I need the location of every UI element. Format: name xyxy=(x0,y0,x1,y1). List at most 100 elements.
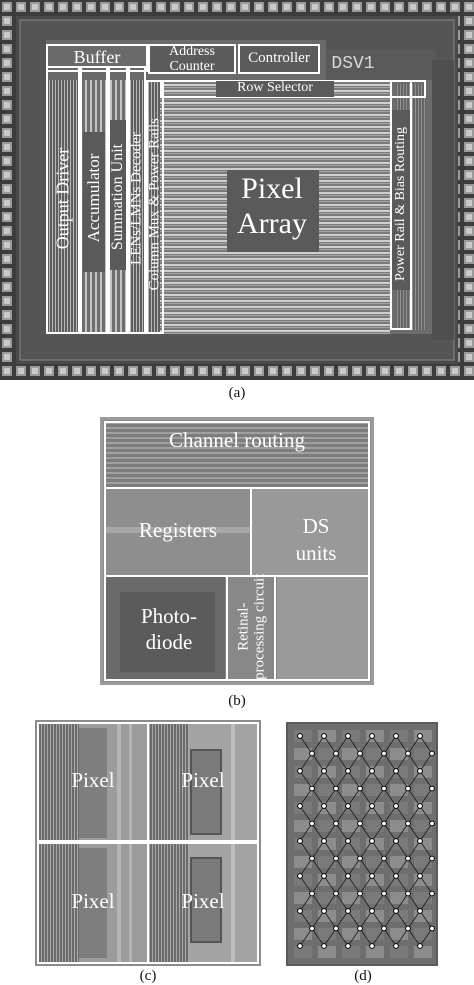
pixel-cell xyxy=(342,784,360,796)
pixel-cell xyxy=(414,802,432,814)
grid-line xyxy=(347,770,361,789)
grid-line xyxy=(419,910,433,929)
grid-node xyxy=(405,925,411,932)
grid-line xyxy=(359,753,373,772)
grid-line xyxy=(323,788,337,807)
grid-line xyxy=(323,858,337,877)
pixel-cell xyxy=(294,838,312,850)
grid-line xyxy=(323,928,337,947)
summation-unit-block xyxy=(108,66,128,334)
grid-line xyxy=(383,858,397,877)
grid-node xyxy=(321,768,327,774)
grid-line xyxy=(383,910,397,929)
grid-node xyxy=(345,908,351,914)
grid-line xyxy=(395,753,409,772)
grid-line xyxy=(347,893,361,912)
grid-line xyxy=(371,805,385,824)
pixel-cell xyxy=(414,820,432,832)
ds-units-block xyxy=(250,487,370,577)
pixel-array-label-bg xyxy=(227,170,319,252)
grid-node xyxy=(357,785,363,792)
pixel-cell xyxy=(342,892,360,904)
pixel-cell xyxy=(294,766,312,778)
grid-line xyxy=(311,770,325,789)
pixel-cell xyxy=(390,928,408,940)
grid-node xyxy=(321,943,327,949)
pixel-cell xyxy=(366,748,384,760)
grid-node xyxy=(309,855,315,862)
grid-line xyxy=(299,893,313,912)
pixel-cell xyxy=(342,820,360,832)
grid-node xyxy=(345,873,351,879)
grid-line xyxy=(311,893,325,912)
grid-line xyxy=(299,875,313,894)
grid-node xyxy=(417,803,423,809)
pixel-cell xyxy=(414,784,432,796)
grid-node xyxy=(429,855,435,862)
pixel-cell xyxy=(318,730,336,742)
grid-node xyxy=(321,838,327,844)
grid-line xyxy=(359,840,373,859)
pixel-cell xyxy=(366,802,384,814)
grid-line xyxy=(311,823,325,842)
grid-line xyxy=(335,858,349,877)
retinal-block xyxy=(226,575,276,681)
grid-line xyxy=(395,910,409,929)
pixel-cell xyxy=(390,892,408,904)
pixel-cell xyxy=(294,946,312,958)
registers-label: Registers xyxy=(138,518,218,542)
grid-node xyxy=(369,873,375,879)
grid-line xyxy=(371,753,385,772)
panel-c: Pixel Pixel Pixel Pixel xyxy=(35,720,261,966)
grid-line xyxy=(371,910,385,929)
channel-routing-label: Channel routing xyxy=(169,428,305,452)
pixel-cell xyxy=(342,748,360,760)
power-rail-label: Power Rail & Bias Routing xyxy=(393,127,408,281)
power-rail-block xyxy=(390,80,412,330)
grid-line xyxy=(419,770,433,789)
grid-line xyxy=(311,910,325,929)
panel-a: Buffer Address Counter Controller DSV1 R… xyxy=(0,0,474,380)
grid-node xyxy=(369,803,375,809)
grid-line xyxy=(407,875,421,894)
grid-line xyxy=(359,893,373,912)
grid-line xyxy=(395,770,409,789)
grid-node xyxy=(417,838,423,844)
grid-line xyxy=(323,910,337,929)
grid-node xyxy=(393,803,399,809)
grid-line xyxy=(323,735,337,754)
grid-line xyxy=(335,823,349,842)
grid-line xyxy=(323,805,337,824)
grid-node xyxy=(297,733,303,739)
pixel-cell xyxy=(342,946,360,958)
grid-line xyxy=(347,910,361,929)
pixel-cell xyxy=(366,838,384,850)
panel-d xyxy=(286,722,438,966)
grid-node xyxy=(405,750,411,757)
pixel-tile-2 xyxy=(147,722,259,842)
grid-line xyxy=(359,875,373,894)
grid-line xyxy=(407,770,421,789)
grid-node xyxy=(309,750,315,757)
grid-line xyxy=(407,753,421,772)
pixel-cell xyxy=(390,730,408,742)
grid-line xyxy=(419,735,433,754)
grid-line xyxy=(335,840,349,859)
grid-line xyxy=(323,893,337,912)
grid-line xyxy=(395,893,409,912)
grid-line xyxy=(347,875,361,894)
grid-line xyxy=(383,893,397,912)
grid-node xyxy=(405,890,411,897)
grid-node xyxy=(429,820,435,827)
grid-line xyxy=(371,770,385,789)
pixel-cell xyxy=(390,784,408,796)
grid-line xyxy=(419,805,433,824)
grid-line xyxy=(371,928,385,947)
pixel-cell xyxy=(294,730,312,742)
grid-line xyxy=(335,735,349,754)
accumulator-label: Accumulator xyxy=(84,153,103,243)
grid-line xyxy=(383,823,397,842)
grid-node xyxy=(309,925,315,932)
pixel-cell xyxy=(414,730,432,742)
grid-node xyxy=(333,855,339,862)
